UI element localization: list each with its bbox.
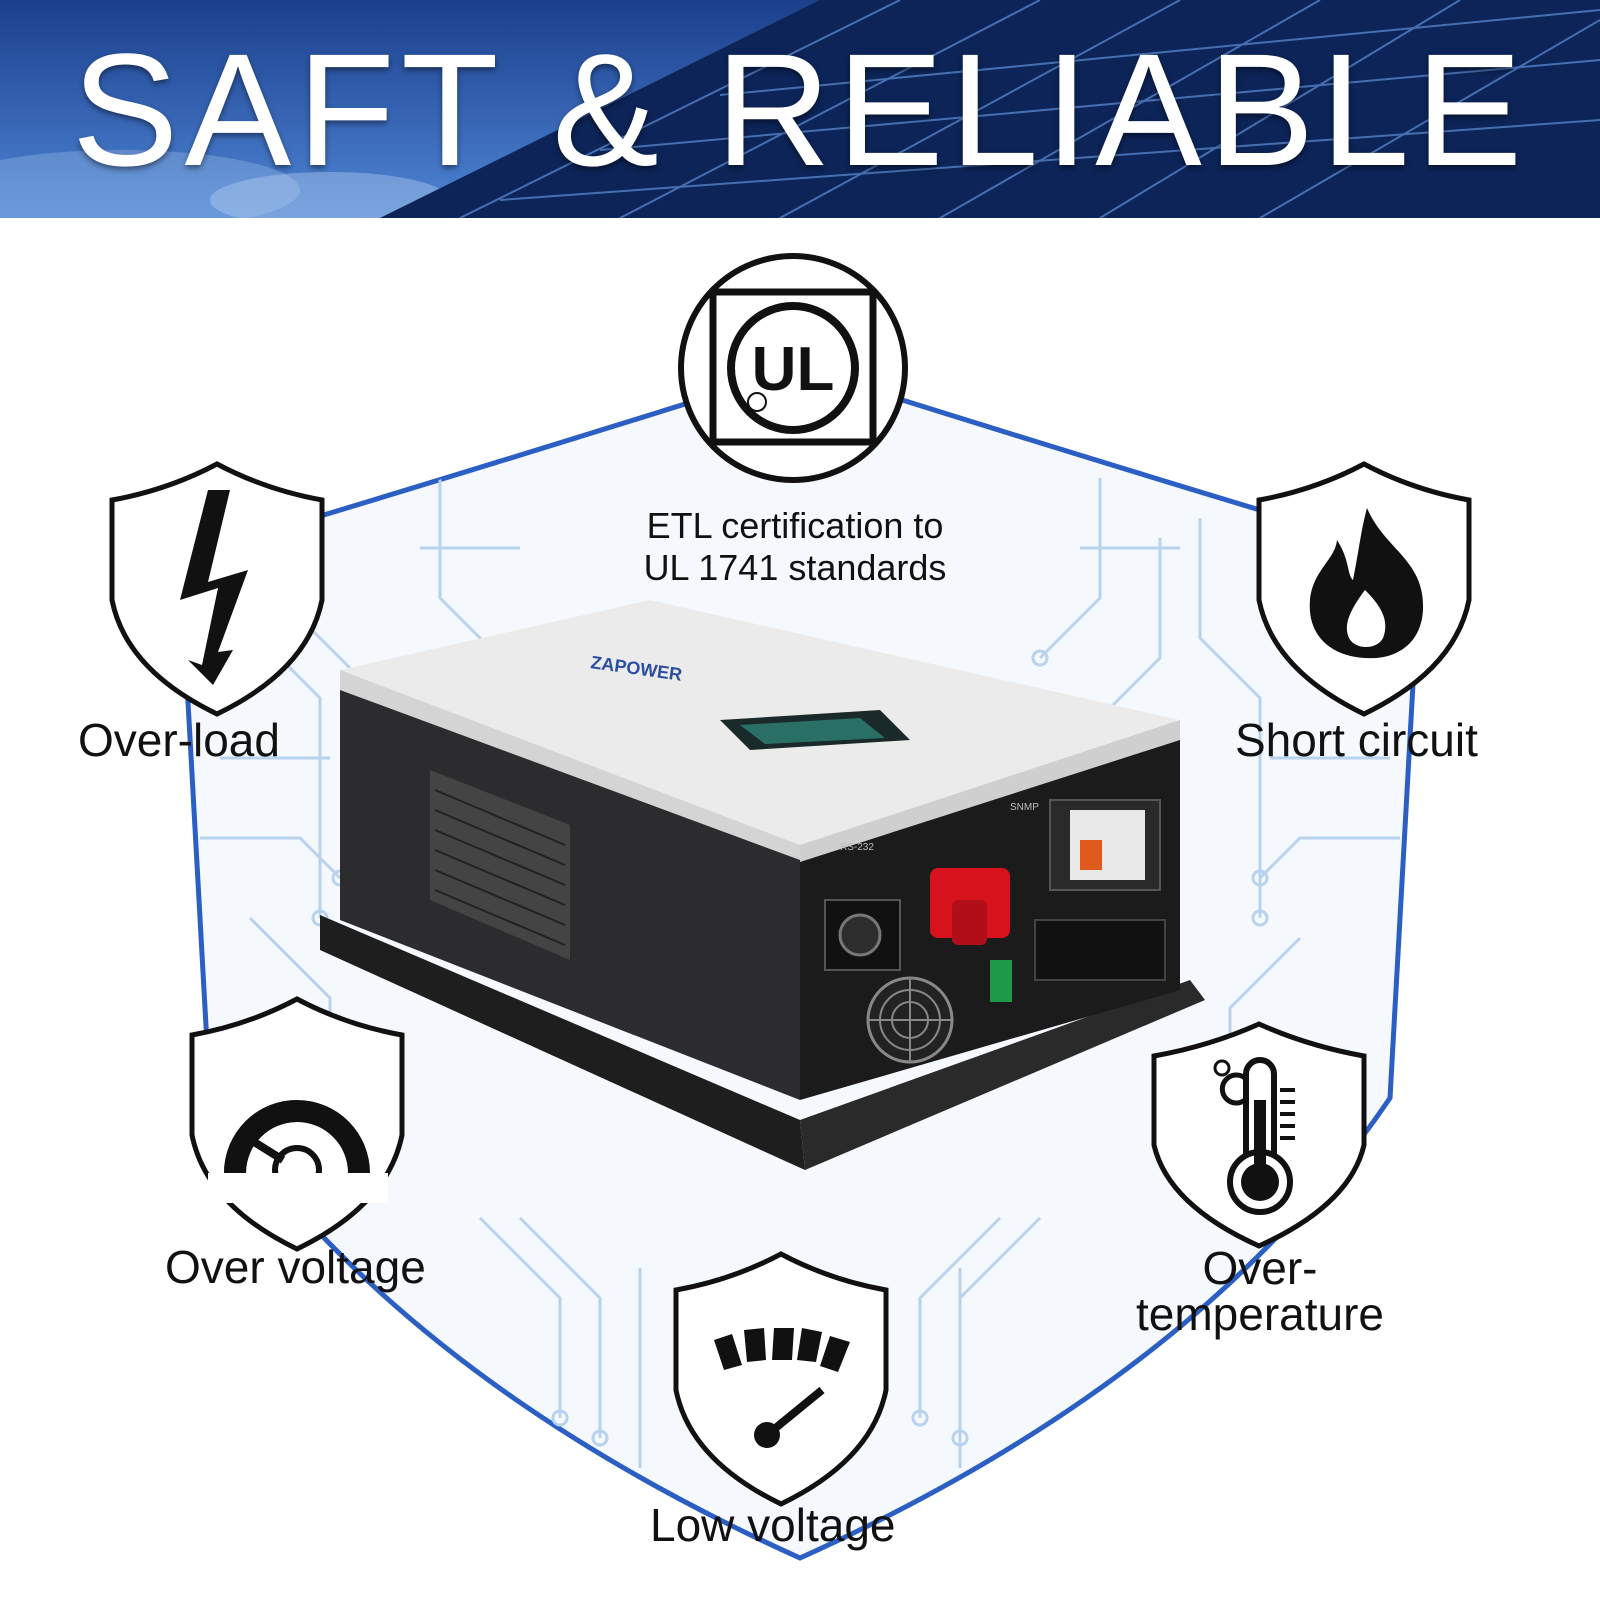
thermometer-icon	[1151, 1021, 1367, 1249]
over-temperature-shield	[1150, 1020, 1368, 1255]
inverter-product-image: ZAPOWER RS-232 SNMP	[320, 600, 1205, 1170]
overload-label: Over-load	[78, 714, 280, 766]
low-gauge-icon	[673, 1251, 889, 1507]
rs232-port-label: RS-232	[840, 842, 874, 853]
certification-line-2: UL 1741 standards	[643, 547, 947, 588]
overload-shield	[108, 460, 326, 725]
flame-icon	[1256, 461, 1472, 717]
short-circuit-label: Short circuit	[1235, 714, 1478, 766]
ul-certification-badge: UL	[675, 250, 911, 491]
certification-text: ETL certification to UL 1741 standards	[560, 505, 1030, 589]
low-voltage-shield	[672, 1250, 890, 1515]
over-voltage-shield	[188, 995, 406, 1260]
lightning-bolt-icon	[109, 461, 325, 717]
speedometer-icon	[189, 996, 405, 1252]
banner-title: SAFT & RELIABLE	[71, 20, 1529, 199]
over-voltage-label: Over voltage	[165, 1241, 426, 1293]
header-banner: SAFT & RELIABLE	[0, 0, 1600, 218]
solar-panel-background	[0, 0, 1600, 218]
ul-logo-text: UL	[752, 335, 835, 404]
ul-logo-icon: UL	[678, 253, 908, 483]
over-temperature-label-line-2: temperature	[1135, 1288, 1384, 1340]
short-circuit-shield	[1255, 460, 1473, 725]
certification-line-1: ETL certification to	[646, 505, 944, 546]
over-temperature-label: Over- temperature	[1110, 1245, 1410, 1337]
snmp-port-label: SNMP	[1010, 802, 1039, 813]
over-temperature-label-line-1: Over-	[1202, 1242, 1318, 1294]
low-voltage-label: Low voltage	[650, 1499, 896, 1551]
